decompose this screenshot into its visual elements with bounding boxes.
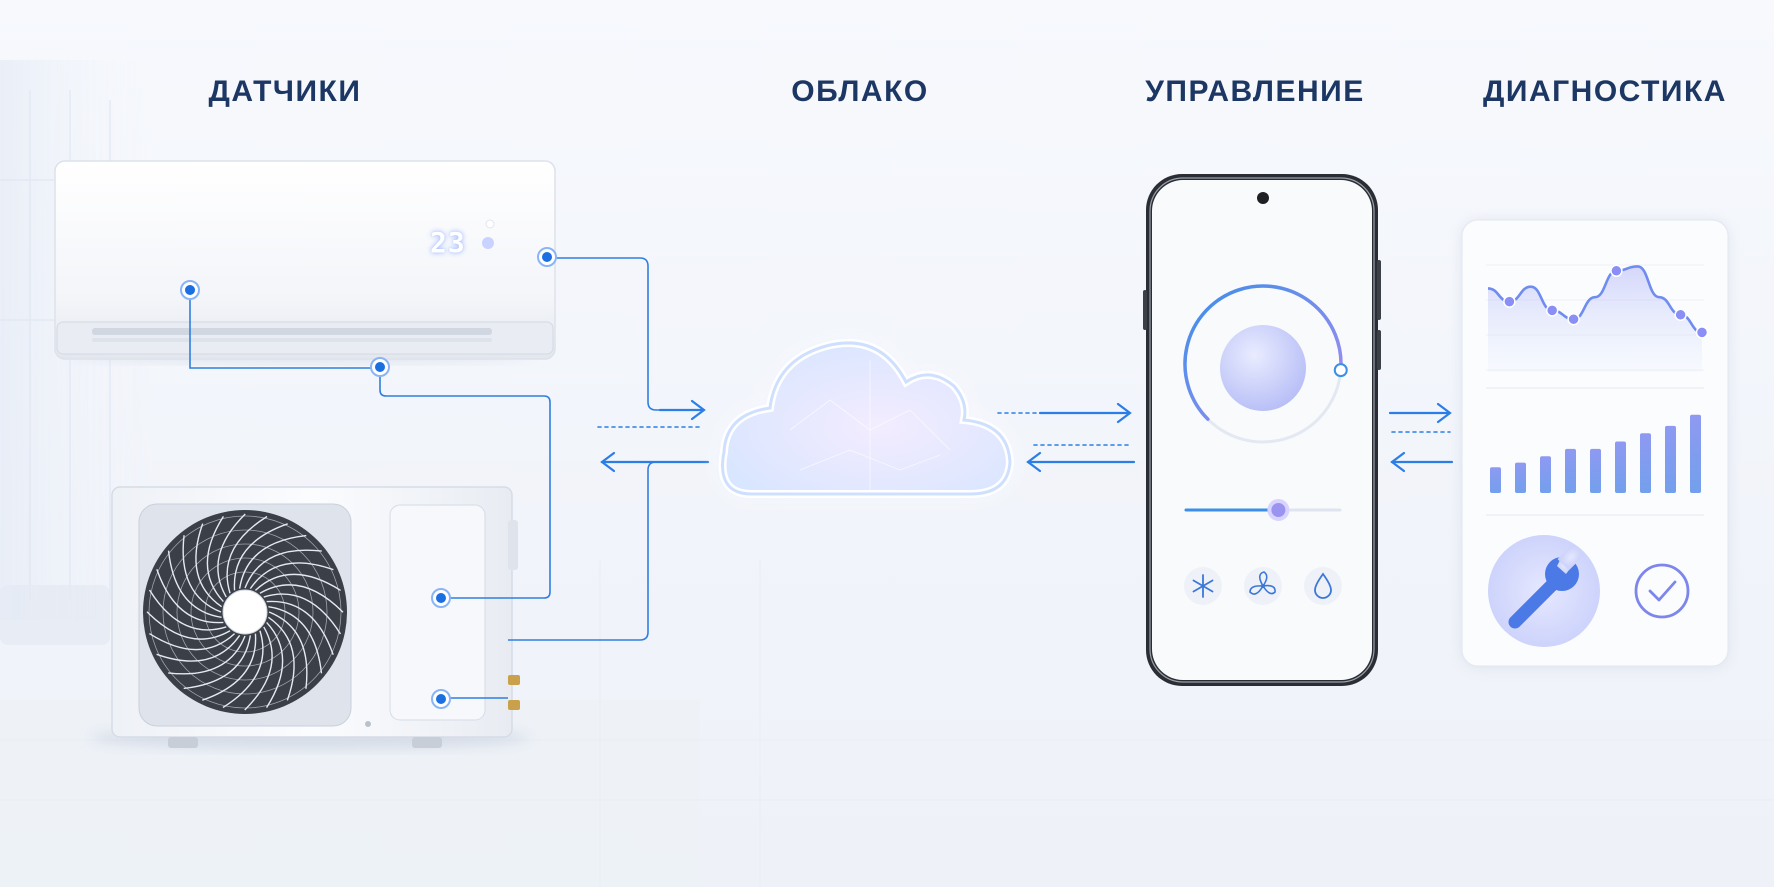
- heading-control: УПРАВЛЕНИЕ: [1145, 75, 1365, 108]
- cloud-icon: [718, 339, 1015, 498]
- snowflake-icon[interactable]: [1184, 567, 1222, 605]
- fan-icon[interactable]: [1244, 567, 1282, 605]
- trend-point: [1610, 264, 1623, 278]
- flow-arrows-phone-dashboard: [1388, 402, 1454, 473]
- trend-line: [1487, 265, 1703, 334]
- bar: [1490, 467, 1501, 493]
- bar: [1590, 448, 1601, 493]
- thermostat-dial[interactable]: [1183, 284, 1348, 444]
- dial-center[interactable]: [1220, 325, 1306, 411]
- trend-point: [1674, 308, 1687, 322]
- indoor-ac-unit: [54, 160, 556, 362]
- slider[interactable]: [1184, 499, 1342, 521]
- bar-chart: [1490, 414, 1701, 493]
- trend-point: [1545, 304, 1559, 317]
- indicator-led: [482, 237, 494, 249]
- sensor-points: [180, 247, 557, 709]
- smartphone: [1143, 174, 1381, 686]
- bar: [1690, 414, 1701, 493]
- bar: [1665, 425, 1676, 493]
- diagnostics-card: [1461, 219, 1729, 667]
- trend-point: [1567, 312, 1580, 326]
- bar: [1515, 462, 1526, 493]
- outdoor-ac-unit: [90, 486, 530, 750]
- temperature-display: 23: [430, 226, 466, 259]
- trend-line-chart: [1487, 264, 1709, 372]
- bar: [1640, 433, 1651, 493]
- heading-diagnostics: ДИАГНОСТИКА: [1483, 75, 1727, 108]
- bar: [1540, 456, 1551, 493]
- trend-area: [1488, 266, 1702, 372]
- checkmark-icon[interactable]: [1634, 563, 1690, 619]
- flow-arrows-sensors-cloud: [597, 399, 710, 473]
- bar: [1615, 441, 1626, 493]
- heading-sensors: ДАТЧИКИ: [208, 75, 362, 108]
- bar: [1565, 448, 1576, 493]
- front-camera: [1257, 192, 1269, 204]
- dial-handle[interactable]: [1333, 363, 1348, 378]
- flow-arrows-cloud-phone: [997, 402, 1136, 473]
- trend-point: [1695, 326, 1709, 339]
- slider-thumb[interactable]: [1267, 499, 1290, 521]
- heading-cloud: ОБЛАКО: [791, 75, 929, 108]
- trend-point: [1503, 295, 1516, 308]
- wrench-icon[interactable]: [1488, 535, 1600, 647]
- mode-buttons: [1184, 567, 1342, 605]
- sofa-silhouette: [0, 585, 110, 645]
- water-drop-icon[interactable]: [1304, 567, 1342, 605]
